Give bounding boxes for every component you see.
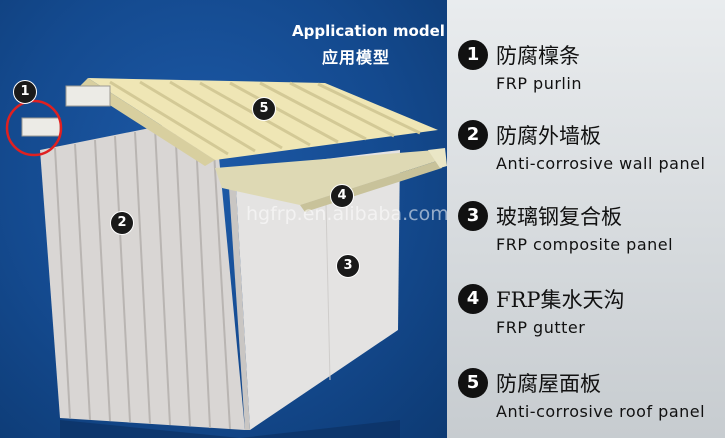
- legend-panel: [447, 0, 725, 438]
- legend-en-label: FRP composite panel: [496, 235, 674, 254]
- callout-5: 5: [252, 97, 276, 121]
- model-photo-area: Application model 应用模型 hgfrp.en.alibaba.…: [0, 0, 449, 438]
- watermark: hgfrp.en.alibaba.com: [246, 203, 449, 225]
- callout-2: 2: [110, 211, 134, 235]
- legend-cn-label: FRP集水天沟: [496, 288, 625, 312]
- callout-1: 1: [13, 80, 37, 104]
- corrugated-wall-panel: [40, 115, 245, 430]
- legend-en-label: Anti-corrosive wall panel: [496, 154, 706, 173]
- building-model-illustration: [5, 78, 447, 438]
- legend-cn-label: 防腐屋面板: [496, 372, 601, 396]
- legend-cn-label: 防腐外墙板: [496, 124, 601, 148]
- legend-en-label: Anti-corrosive roof panel: [496, 402, 706, 421]
- highlight-circle: [5, 99, 63, 157]
- callout-3: 3: [336, 254, 360, 278]
- legend-cn-label: 防腐檁条: [496, 44, 580, 68]
- legend-number: 2: [458, 120, 488, 150]
- frp-purlin: [21, 85, 111, 137]
- legend-number: 3: [458, 201, 488, 231]
- legend-cn-label: 玻璃钢复合板: [496, 205, 622, 229]
- application-model-title: Application model: [292, 22, 445, 40]
- legend-en-label: FRP gutter: [496, 318, 586, 337]
- legend-number: 5: [458, 368, 488, 398]
- application-model-title-cn: 应用模型: [322, 48, 391, 67]
- legend-number: 1: [458, 40, 488, 70]
- legend-en-label: FRP purlin: [496, 74, 582, 93]
- legend-number: 4: [458, 284, 488, 314]
- callout-4: 4: [330, 184, 354, 208]
